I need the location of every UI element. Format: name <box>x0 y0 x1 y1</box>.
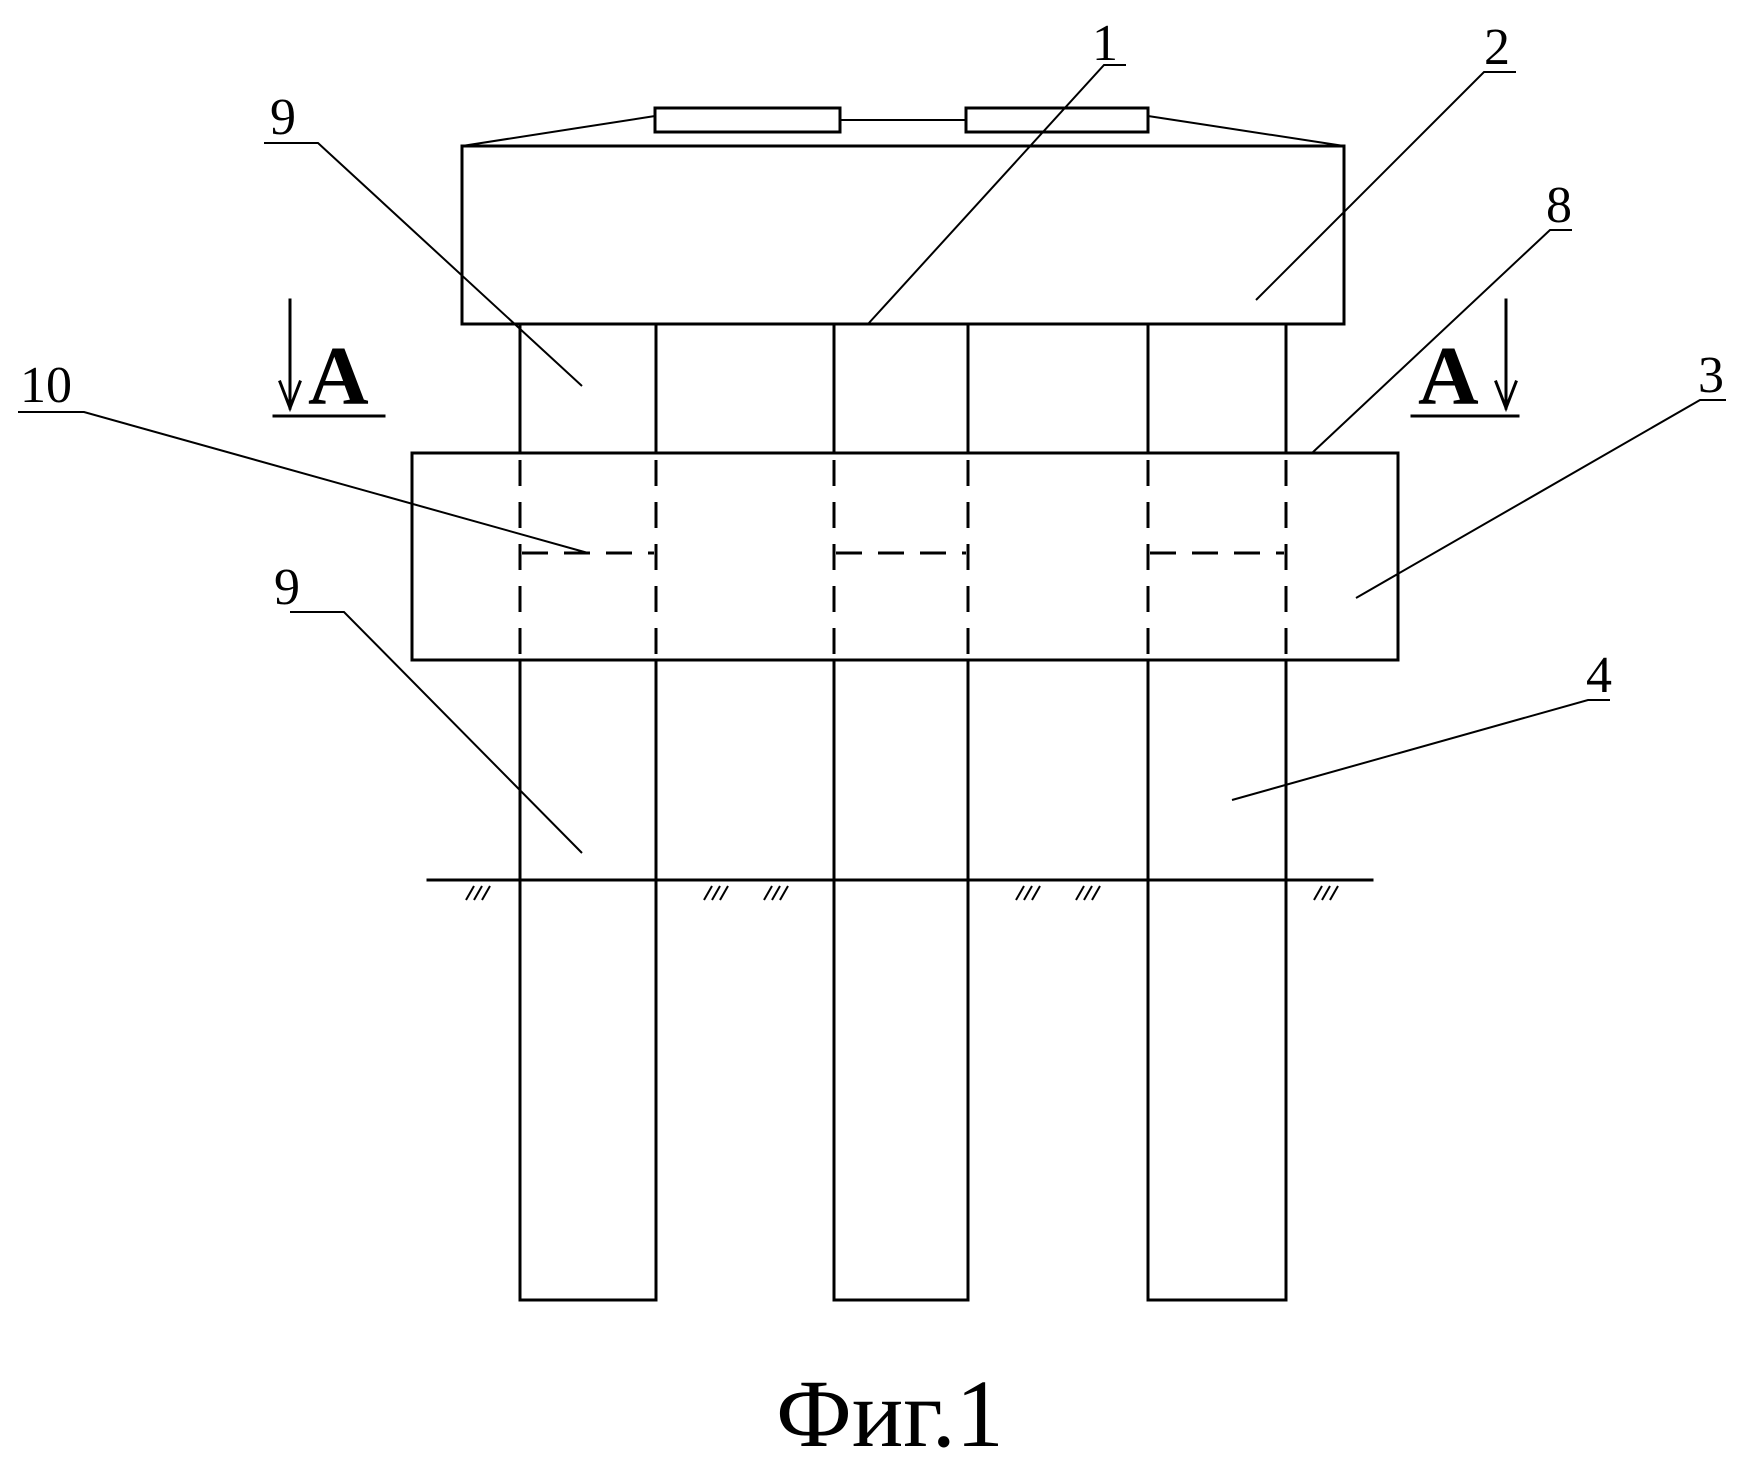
bearing-pad-left <box>655 108 840 132</box>
section-marker-right: A <box>1412 300 1518 423</box>
section-letter-left: A <box>308 330 369 423</box>
part-label-10: 10 <box>20 357 72 414</box>
part-label-4: 4 <box>1586 647 1612 704</box>
figure-caption: Фиг.1 <box>776 1360 1004 1467</box>
columns <box>520 324 1286 1300</box>
ground-line <box>428 880 1372 900</box>
leader-lines <box>18 65 1726 853</box>
collar-block <box>412 453 1398 660</box>
part-label-2: 2 <box>1484 19 1510 76</box>
part-label-8: 8 <box>1546 177 1572 234</box>
top-cap <box>462 108 1344 324</box>
part-label-1: 1 <box>1092 15 1118 72</box>
part-label-9-upper: 9 <box>270 89 296 146</box>
bearing-pad-right <box>966 108 1148 132</box>
section-marker-left: A <box>274 300 384 423</box>
part-label-9-lower: 9 <box>274 559 300 616</box>
part-label-3: 3 <box>1698 347 1724 404</box>
